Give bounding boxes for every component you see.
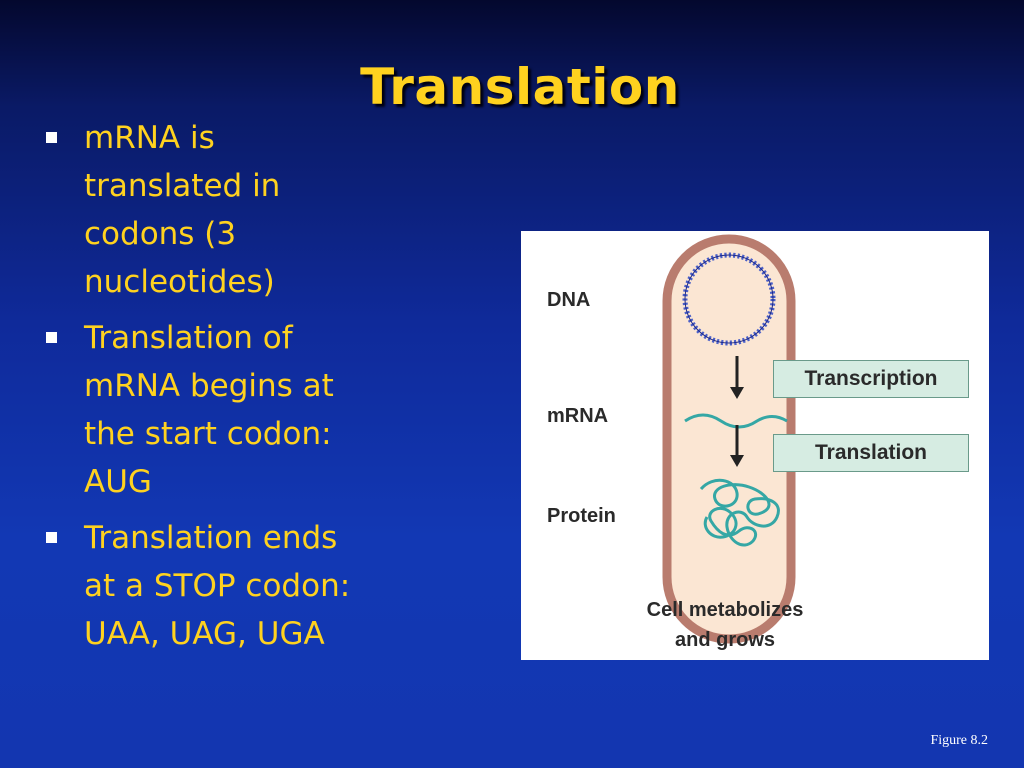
bullet-item: Translation ends at a STOP codon: UAA, U… [46, 514, 426, 658]
dna-label: DNA [547, 289, 591, 311]
mrna-label: mRNA [547, 405, 609, 427]
slide-title: Translation [360, 58, 680, 116]
bullet-square-icon [46, 332, 57, 343]
bullet-item: Translation of mRNA begins at the start … [46, 314, 426, 506]
figure-reference: Figure 8.2 [930, 733, 988, 748]
bullet-text: mRNA is translated in codons (3 nucleoti… [84, 120, 281, 300]
bullet-text: Translation ends at a STOP codon: UAA, U… [84, 520, 351, 652]
bullet-item: mRNA is translated in codons (3 nucleoti… [46, 114, 426, 306]
protein-coil-icon [699, 478, 780, 547]
transcription-box: Transcription [773, 360, 969, 398]
figure-caption: Cell metabolizes and grows [646, 599, 804, 651]
bullet-square-icon [46, 532, 57, 543]
bullet-text: Translation of mRNA begins at the start … [84, 320, 334, 500]
mrna-wave-icon [684, 413, 788, 429]
bullet-list: mRNA is translated in codons (3 nucleoti… [46, 114, 426, 666]
bullet-square-icon [46, 132, 57, 143]
translation-box: Translation [773, 434, 969, 472]
figure-panel: DNA mRNA Protein Transcription Translati… [521, 231, 989, 660]
protein-label: Protein [547, 505, 616, 527]
